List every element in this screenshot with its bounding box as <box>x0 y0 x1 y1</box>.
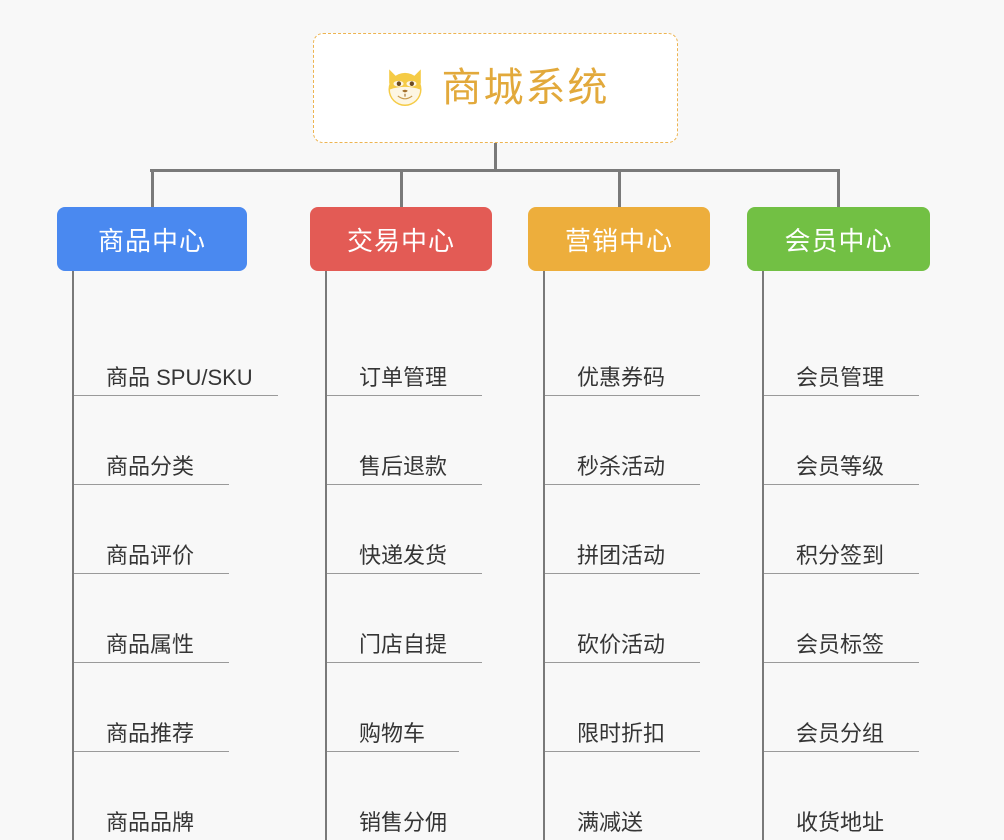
leaf-item-label: 门店自提 <box>359 631 448 657</box>
branch-header-商品中心[interactable]: 商品中心 <box>57 207 247 271</box>
branch-header-会员中心[interactable]: 会员中心 <box>747 207 930 271</box>
branch-header-label: 交易中心 <box>346 225 455 256</box>
leaf-item-收货地址[interactable]: 收货地址 <box>764 752 919 840</box>
leaf-item-商品品牌[interactable]: 商品品牌 <box>74 752 229 840</box>
root-stem-connector <box>494 143 497 171</box>
leaf-item-砍价活动[interactable]: 砍价活动 <box>545 574 700 663</box>
leaf-item-label: 商品 SPU/SKU <box>106 364 253 390</box>
leaf-item-销售分佣[interactable]: 销售分佣 <box>327 752 482 840</box>
leaf-item-label: 商品评价 <box>106 542 195 568</box>
leaf-item-label: 会员分组 <box>796 720 885 746</box>
leaf-item-label: 售后退款 <box>359 453 448 479</box>
leaf-item-优惠券码[interactable]: 优惠券码 <box>545 307 700 396</box>
branch-drop-connector-0 <box>150 169 154 207</box>
branch-header-交易中心[interactable]: 交易中心 <box>310 207 492 271</box>
leaf-item-label: 商品推荐 <box>106 720 195 746</box>
branch-header-营销中心[interactable]: 营销中心 <box>528 207 710 271</box>
leaf-item-label: 收货地址 <box>796 809 885 835</box>
leaf-item-限时折扣[interactable]: 限时折扣 <box>545 663 700 752</box>
root-node[interactable]: 商城系统 <box>313 33 678 143</box>
leaf-item-会员标签[interactable]: 会员标签 <box>764 574 919 663</box>
leaf-item-label: 购物车 <box>359 720 426 746</box>
leaf-item-label: 商品分类 <box>106 453 195 479</box>
horizontal-bus-connector <box>150 169 838 172</box>
leaf-item-label: 快递发货 <box>359 542 448 568</box>
leaf-item-商品分类[interactable]: 商品分类 <box>74 396 229 485</box>
branch-stem-connector <box>762 271 764 307</box>
leaf-item-积分签到[interactable]: 积分签到 <box>764 485 919 574</box>
leaf-item-会员管理[interactable]: 会员管理 <box>764 307 919 396</box>
leaf-item-购物车[interactable]: 购物车 <box>327 663 459 752</box>
leaf-item-label: 销售分佣 <box>359 809 448 835</box>
leaf-item-label: 拼团活动 <box>577 542 666 568</box>
leaf-item-满减送[interactable]: 满减送 <box>545 752 677 840</box>
leaf-list: 商品 SPU/SKU 商品分类商品评价商品属性商品推荐商品品牌 <box>72 307 278 840</box>
leaf-item-会员等级[interactable]: 会员等级 <box>764 396 919 485</box>
leaf-item-label: 满减送 <box>577 809 644 835</box>
branch-drop-connector-1 <box>399 169 403 207</box>
leaf-item-label: 会员等级 <box>796 453 885 479</box>
leaf-item-商品评价[interactable]: 商品评价 <box>74 485 229 574</box>
leaf-list: 优惠券码秒杀活动拼团活动砍价活动限时折扣满减送 <box>543 307 700 840</box>
shiba-inu-dog-face-icon <box>387 69 422 108</box>
branch-header-label: 商品中心 <box>97 225 206 256</box>
leaf-item-label: 商品品牌 <box>106 809 195 835</box>
leaf-item-label: 会员管理 <box>796 364 885 390</box>
branch-stem-connector <box>72 271 74 307</box>
leaf-item-商品推荐[interactable]: 商品推荐 <box>74 663 229 752</box>
leaf-item-label: 砍价活动 <box>577 631 666 657</box>
branch-header-label: 会员中心 <box>784 225 893 256</box>
leaf-item-售后退款[interactable]: 售后退款 <box>327 396 482 485</box>
leaf-item-商品属性[interactable]: 商品属性 <box>74 574 229 663</box>
leaf-item-秒杀活动[interactable]: 秒杀活动 <box>545 396 700 485</box>
leaf-item-label: 商品属性 <box>106 631 195 657</box>
leaf-item-label: 订单管理 <box>359 364 448 390</box>
leaf-item-label: 限时折扣 <box>577 720 666 746</box>
branch-drop-connector-3 <box>837 169 840 207</box>
branch-stem-connector <box>325 271 327 307</box>
leaf-item-会员分组[interactable]: 会员分组 <box>764 663 919 752</box>
leaf-item-拼团活动[interactable]: 拼团活动 <box>545 485 700 574</box>
leaf-item-订单管理[interactable]: 订单管理 <box>327 307 482 396</box>
leaf-item-label: 积分签到 <box>796 542 885 568</box>
leaf-item-门店自提[interactable]: 门店自提 <box>327 574 482 663</box>
leaf-item-商品-SPU/SKU[interactable]: 商品 SPU/SKU <box>74 307 278 396</box>
branch-stem-connector <box>543 271 545 307</box>
leaf-list: 订单管理售后退款快递发货门店自提购物车销售分佣 <box>325 307 482 840</box>
leaf-item-快递发货[interactable]: 快递发货 <box>327 485 482 574</box>
branch-drop-connector-2 <box>617 169 621 207</box>
leaf-list: 会员管理会员等级积分签到会员标签会员分组收货地址 <box>762 307 919 840</box>
branch-header-label: 营销中心 <box>564 225 673 256</box>
leaf-item-label: 会员标签 <box>796 631 885 657</box>
root-title: 商城系统 <box>441 66 610 110</box>
leaf-item-label: 秒杀活动 <box>577 453 666 479</box>
leaf-item-label: 优惠券码 <box>577 364 666 390</box>
